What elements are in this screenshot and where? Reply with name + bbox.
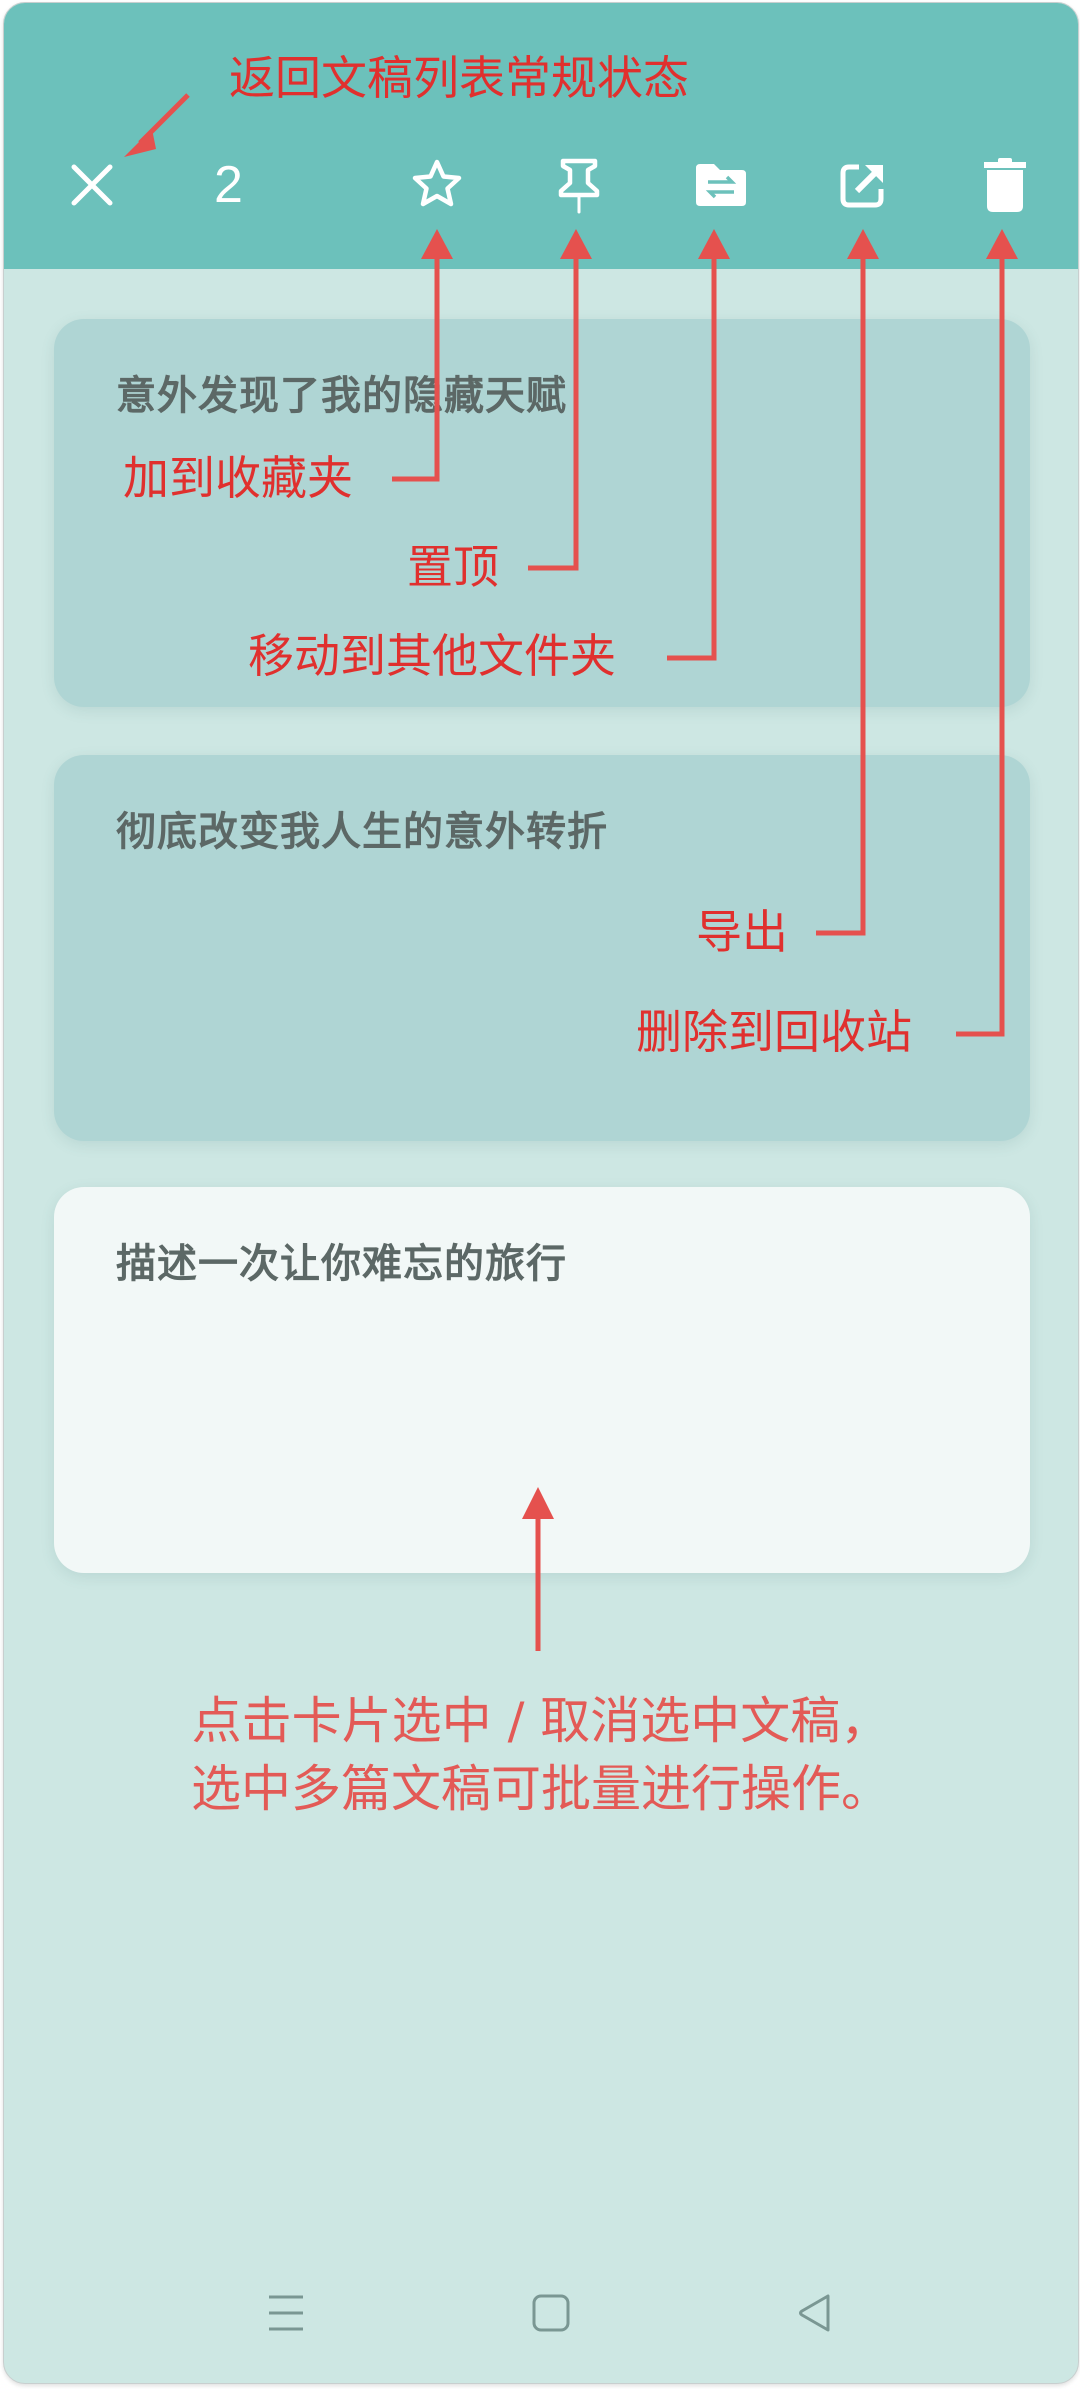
- annotation-move: 移动到其他文件夹: [248, 629, 616, 683]
- home-icon: [532, 2294, 570, 2332]
- draft-card-title: 彻底改变我人生的意外转折: [116, 809, 608, 855]
- star-icon: [412, 159, 462, 207]
- phone-screen: 2: [3, 2, 1079, 2384]
- annotation-card-tip-line2: 选中多篇文稿可批量进行操作。: [191, 1760, 891, 1818]
- favorite-button[interactable]: [405, 153, 469, 217]
- move-to-folder-button[interactable]: [689, 153, 753, 217]
- trash-icon: [984, 158, 1026, 212]
- annotation-close: 返回文稿列表常规状态: [229, 51, 689, 105]
- close-selection-button[interactable]: [60, 153, 124, 217]
- export-button[interactable]: [831, 153, 895, 217]
- back-icon: [799, 2294, 830, 2332]
- pin-icon: [558, 158, 600, 214]
- selected-count: 2: [214, 156, 243, 214]
- annotation-favorite: 加到收藏夹: [123, 451, 353, 505]
- export-icon: [840, 164, 884, 208]
- folder-move-icon: [696, 164, 746, 206]
- annotation-export: 导出: [696, 905, 788, 959]
- close-icon: [71, 164, 113, 206]
- selection-toolbar: 2: [4, 3, 1078, 269]
- pin-button[interactable]: [547, 153, 611, 217]
- draft-card-title: 意外发现了我的隐藏天赋: [116, 373, 567, 419]
- annotation-delete: 删除到回收站: [636, 1005, 912, 1059]
- back-button[interactable]: [776, 2273, 856, 2353]
- annotation-pin: 置顶: [407, 540, 499, 594]
- draft-card[interactable]: 描述一次让你难忘的旅行: [54, 1187, 1030, 1573]
- system-navigation-bar: [4, 2243, 1078, 2383]
- delete-button[interactable]: [973, 153, 1037, 217]
- annotation-card-tip: 点击卡片选中 / 取消选中文稿， 选中多篇文稿可批量进行操作。: [4, 1687, 1078, 1823]
- annotation-card-tip-line1: 点击卡片选中 / 取消选中文稿，: [191, 1692, 891, 1750]
- menu-icon: [269, 2295, 303, 2331]
- draft-card-title: 描述一次让你难忘的旅行: [116, 1241, 567, 1287]
- home-button[interactable]: [511, 2273, 591, 2353]
- draft-card[interactable]: 彻底改变我人生的意外转折: [54, 755, 1030, 1141]
- recents-button[interactable]: [246, 2273, 326, 2353]
